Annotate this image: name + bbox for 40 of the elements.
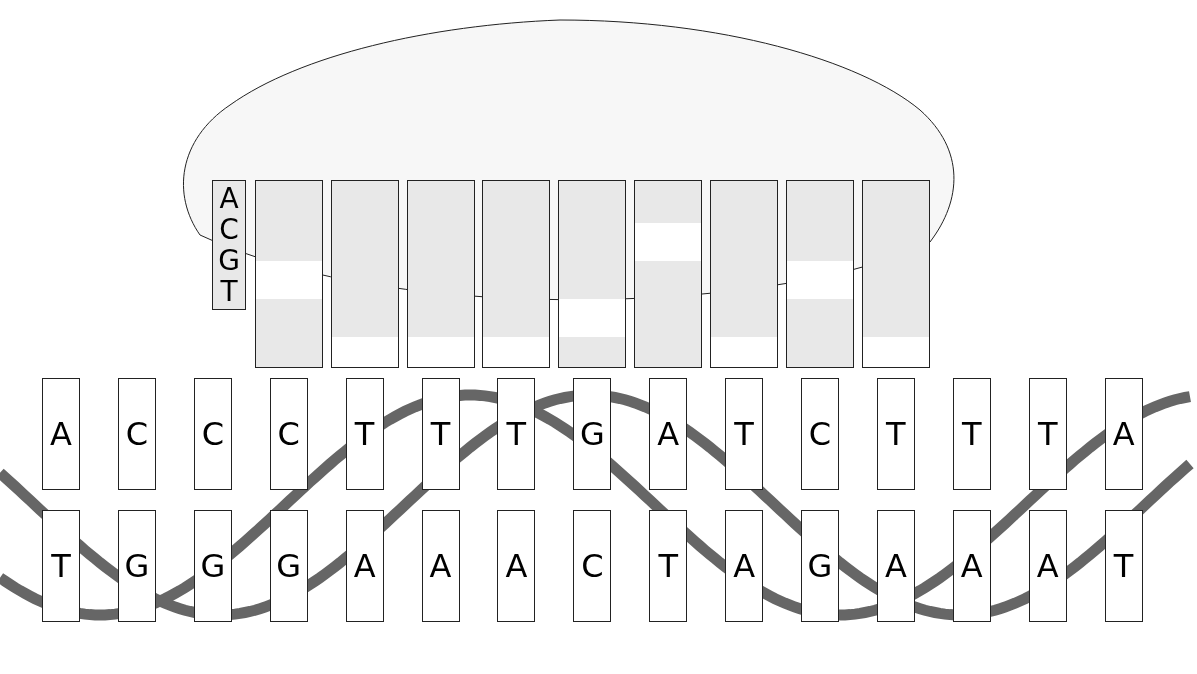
base-letter: A — [876, 510, 915, 622]
repeat-module — [254, 180, 323, 368]
repeat-module — [634, 180, 703, 368]
base-letter: C — [117, 378, 156, 490]
repeat-module — [406, 180, 475, 368]
base-letter: C — [193, 378, 232, 490]
base-letter: G — [269, 510, 308, 622]
base-letter: A — [42, 378, 80, 490]
base-letter: T — [876, 378, 915, 490]
base-letter: C — [269, 378, 308, 490]
repeat-module — [861, 180, 930, 368]
base-letter: A — [1028, 510, 1067, 622]
base-letter: A — [649, 378, 688, 490]
repeat-module — [710, 180, 779, 368]
base-letter: C — [801, 378, 839, 490]
base-letter: A — [421, 510, 460, 622]
base-letter: T — [952, 378, 991, 490]
base-letter: T — [497, 378, 536, 490]
repeat-module — [482, 180, 551, 368]
repeat-module — [786, 180, 854, 368]
base-letter: T — [649, 510, 688, 622]
base-key-label: A C G T — [212, 180, 246, 310]
base-letter: T — [421, 378, 460, 490]
base-letter: T — [1104, 510, 1143, 622]
base-letter: G — [573, 378, 612, 490]
base-letter: A — [345, 510, 384, 622]
base-letter: G — [193, 510, 232, 622]
base-letter: A — [725, 510, 764, 622]
base-letter: G — [801, 510, 839, 622]
base-letter: A — [1104, 378, 1143, 490]
base-letter: T — [42, 510, 80, 622]
base-letter: G — [117, 510, 156, 622]
repeat-module — [330, 180, 399, 368]
base-letter: T — [725, 378, 764, 490]
repeat-module — [558, 180, 627, 368]
base-letter: T — [345, 378, 384, 490]
base-letter: C — [573, 510, 612, 622]
base-letter: T — [1028, 378, 1067, 490]
base-letter: A — [497, 510, 536, 622]
base-letter: A — [952, 510, 991, 622]
